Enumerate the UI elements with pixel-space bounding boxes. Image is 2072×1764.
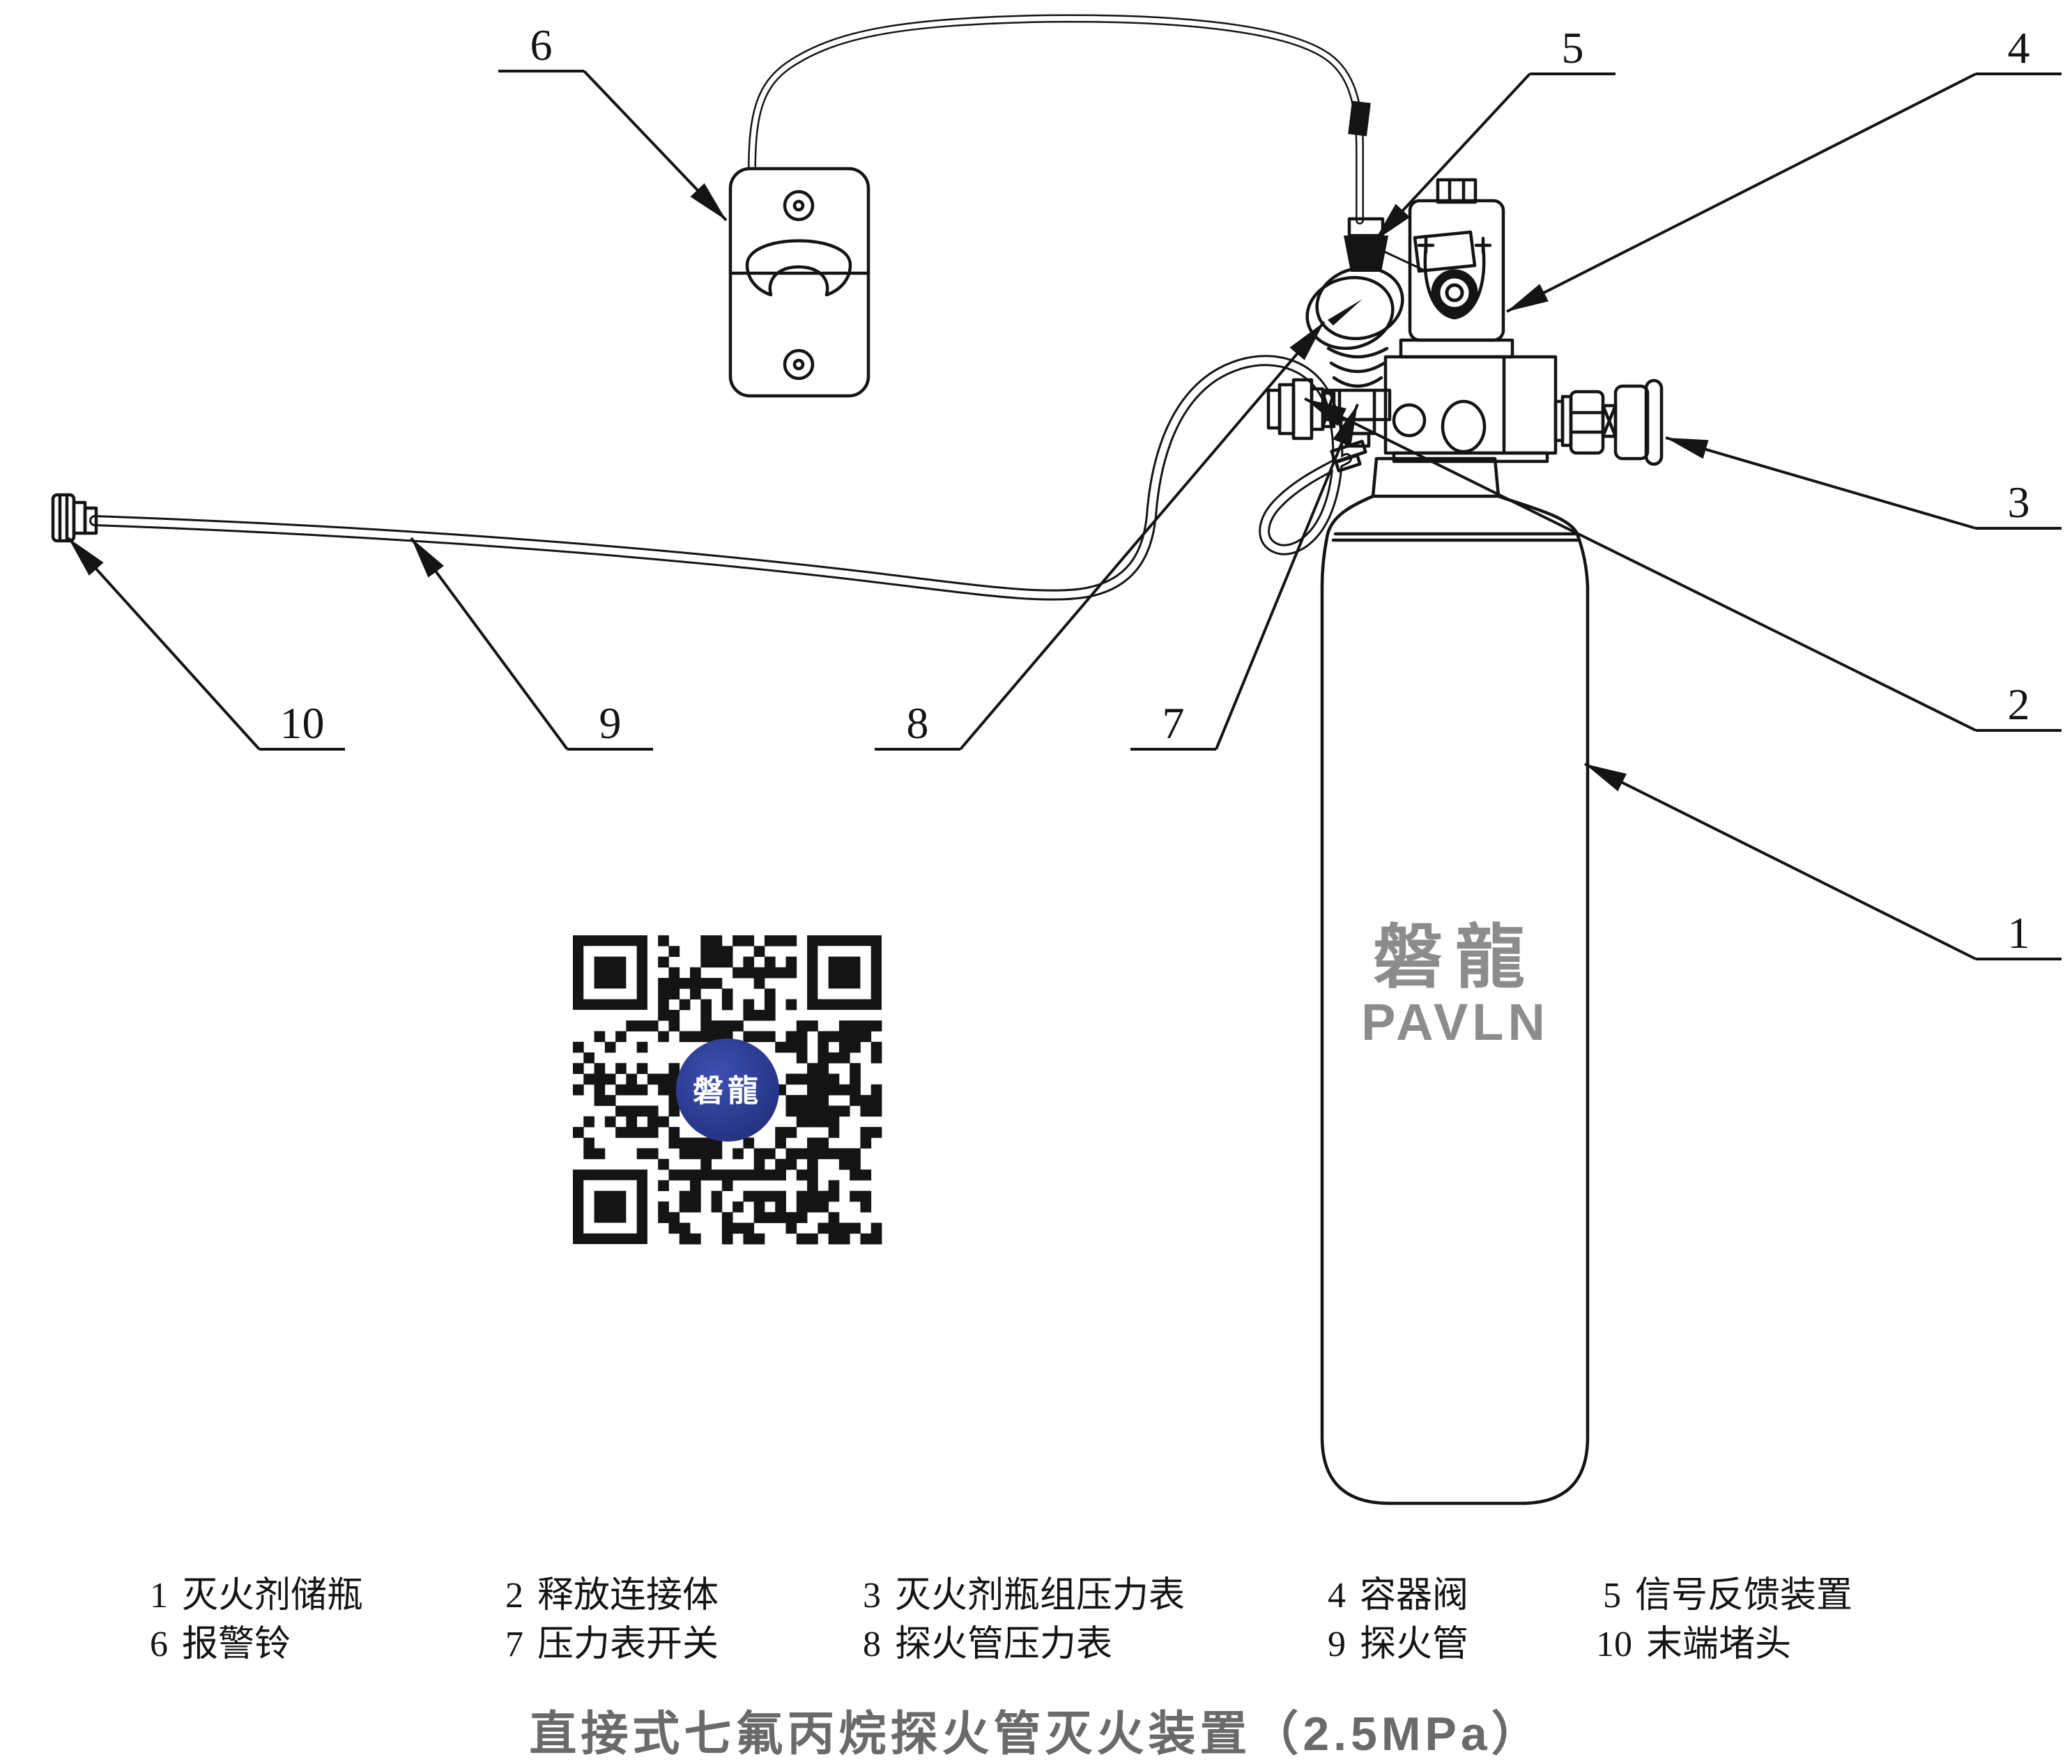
callout-2-arrow (1305, 399, 1346, 427)
callout-3-number: 3 (2008, 477, 2030, 527)
end-plug (51, 493, 98, 543)
callout-10-number: 10 (280, 698, 325, 748)
callout-8-arrow (1289, 322, 1324, 360)
qr-center-logo-text: 磐龍 (693, 1074, 762, 1108)
callout-layer: 1 2 3 4 5 6 7 8 9 10 (67, 20, 2062, 960)
alarm-bell (728, 167, 870, 398)
callout-10-leader (67, 537, 261, 751)
qr-code (573, 935, 882, 1245)
extinguishant-cylinder (1320, 457, 1590, 1505)
callout-4-number: 4 (2008, 23, 2030, 72)
callout-4-arrow (1507, 284, 1549, 312)
diagram-title: 直接式七氟丙烷探火管灭火装置（2.5MPa） (529, 1708, 1543, 1761)
callout-1-number: 1 (2008, 908, 2030, 958)
callout-7-leader (1215, 404, 1359, 750)
bell-screw-top (783, 190, 815, 222)
callout-7-arrow (1333, 404, 1358, 447)
qr-center-badge (676, 1038, 779, 1142)
callout-5-number: 5 (1562, 23, 1584, 72)
signal-feedback-device (1381, 178, 1514, 359)
detection-tube (95, 360, 1346, 595)
bell-gong (745, 239, 852, 297)
callout-3-leader (1665, 436, 1977, 530)
callout-3-arrow (1666, 438, 1709, 459)
callout-4-leader (1506, 72, 1977, 313)
cylinder-logo-en: PAVLN (1361, 993, 1549, 1051)
callout-10-arrow (68, 538, 104, 576)
bell-screw-bottom (783, 348, 815, 381)
callout-7-number: 7 (1162, 698, 1185, 748)
cylinder-pressure-gauge (1553, 378, 1664, 466)
alarm-bell-tube (752, 18, 1371, 220)
callout-8-leader (959, 321, 1326, 751)
callout-6-arrow (690, 183, 726, 220)
callout-9-leader (410, 537, 569, 751)
callout-9-number: 9 (599, 698, 622, 748)
callout-5-arrow (1374, 204, 1411, 241)
tube-ferrule (1348, 100, 1371, 137)
callout-1-leader (1584, 762, 1977, 960)
container-valve (1383, 355, 1558, 463)
callout-9-arrow (411, 538, 444, 578)
callout-1-arrow (1585, 764, 1627, 792)
callout-2-number: 2 (2008, 680, 2030, 729)
cylinder-logo-cn: 磐龍 (1373, 919, 1537, 997)
detection-tube-gauge (1305, 217, 1404, 351)
gauge-needle (1328, 299, 1363, 325)
callout-6-number: 6 (530, 20, 553, 70)
callout-2-leader (1304, 397, 1977, 732)
callout-8-number: 8 (907, 698, 929, 748)
